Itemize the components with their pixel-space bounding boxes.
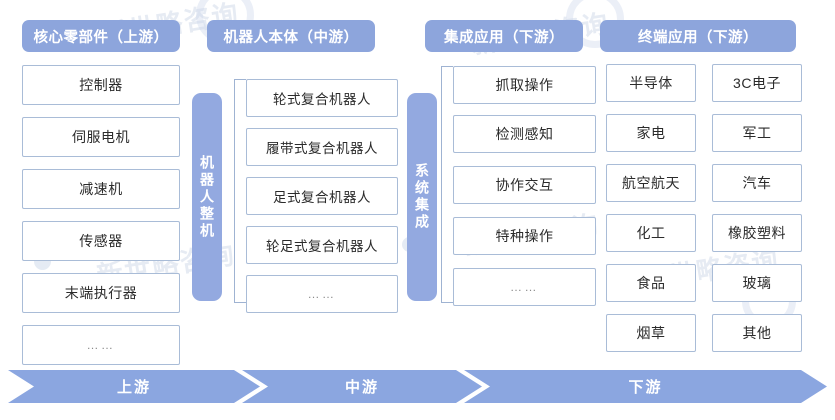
- integration-bracket: [441, 66, 453, 303]
- vertical-bar-robot-whole-machine[interactable]: 机器人整机: [192, 93, 222, 301]
- terminal-item[interactable]: 3C电子: [712, 64, 802, 102]
- vertical-bar-label: 系统集成: [414, 163, 430, 231]
- midstream-item[interactable]: 足式复合机器人: [246, 177, 398, 215]
- midstream-bracket: [234, 79, 246, 303]
- upstream-item[interactable]: 末端执行器: [22, 273, 180, 313]
- vertical-bar-label: 机器人整机: [199, 154, 215, 240]
- header-terminal-application[interactable]: 终端应用（下游）: [600, 20, 796, 52]
- terminal-item[interactable]: 化工: [606, 214, 696, 252]
- integration-item-ellipsis[interactable]: ……: [453, 268, 596, 306]
- terminal-item[interactable]: 半导体: [606, 64, 696, 102]
- integration-item[interactable]: 特种操作: [453, 217, 596, 255]
- upstream-item-ellipsis[interactable]: ……: [22, 325, 180, 365]
- integration-item[interactable]: 抓取操作: [453, 66, 596, 104]
- terminal-item[interactable]: 其他: [712, 314, 802, 352]
- midstream-item[interactable]: 轮式复合机器人: [246, 79, 398, 117]
- terminal-item[interactable]: 航空航天: [606, 164, 696, 202]
- terminal-item[interactable]: 橡胶塑料: [712, 214, 802, 252]
- midstream-item-ellipsis[interactable]: ……: [246, 275, 398, 313]
- header-robot-body[interactable]: 机器人本体（中游）: [207, 20, 375, 52]
- integration-item[interactable]: 检测感知: [453, 115, 596, 153]
- chevron-downstream[interactable]: 下游: [464, 370, 827, 403]
- upstream-item[interactable]: 传感器: [22, 221, 180, 261]
- terminal-item[interactable]: 家电: [606, 114, 696, 152]
- header-core-components[interactable]: 核心零部件（上游）: [22, 20, 180, 52]
- terminal-item[interactable]: 汽车: [712, 164, 802, 202]
- upstream-item[interactable]: 控制器: [22, 65, 180, 105]
- chevron-midstream[interactable]: 中游: [242, 370, 482, 403]
- upstream-item[interactable]: 伺服电机: [22, 117, 180, 157]
- chevron-upstream[interactable]: 上游: [8, 370, 260, 403]
- header-integrated-application[interactable]: 集成应用（下游）: [425, 20, 583, 52]
- vertical-bar-system-integration[interactable]: 系统集成: [407, 93, 437, 301]
- midstream-item[interactable]: 履带式复合机器人: [246, 128, 398, 166]
- terminal-item[interactable]: 军工: [712, 114, 802, 152]
- terminal-item[interactable]: 食品: [606, 264, 696, 302]
- integration-item[interactable]: 协作交互: [453, 166, 596, 204]
- upstream-item[interactable]: 减速机: [22, 169, 180, 209]
- terminal-item[interactable]: 烟草: [606, 314, 696, 352]
- terminal-item[interactable]: 玻璃: [712, 264, 802, 302]
- midstream-item[interactable]: 轮足式复合机器人: [246, 226, 398, 264]
